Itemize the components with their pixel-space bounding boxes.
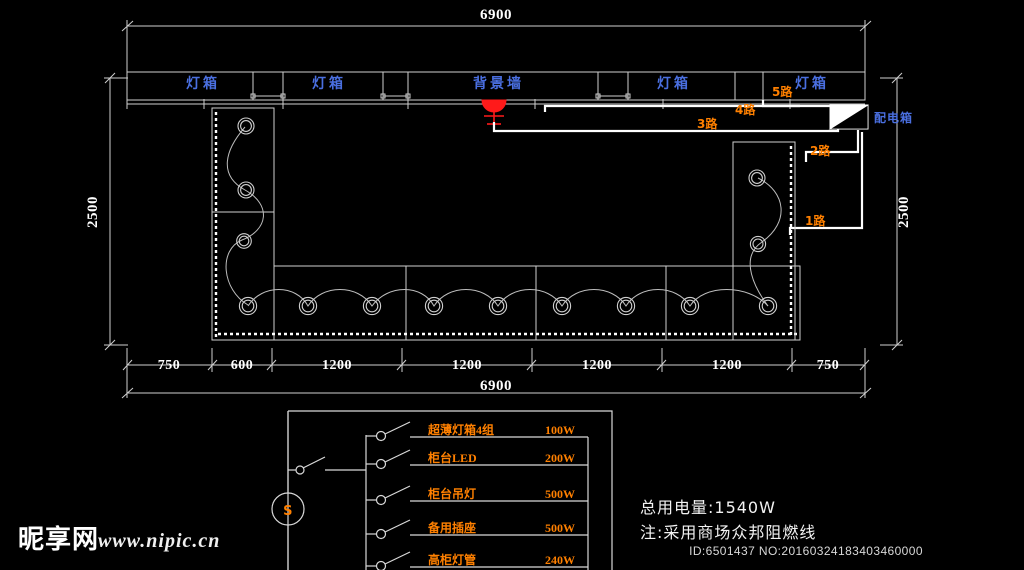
segment-dim-2: 1200 [322,358,352,373]
legend-row-3-name: 备用插座 [427,520,476,535]
circuit-label-4: 4路 [735,102,756,117]
remark-note: 注:采用商场众邦阻燃线 [640,523,816,542]
watermark-url: www.nipic.cn [98,530,220,552]
circuit-label-1: 1路 [805,213,826,228]
left-dimension-label: 2500 [85,196,101,228]
top-dimension-label: 6900 [480,7,512,23]
circuit-labels: 1路 2路 3路 4路 5路 [697,84,831,228]
panel-strip: 灯箱 灯箱 背景墙 灯箱 灯箱 [126,71,866,101]
legend-diagram: S [271,410,613,570]
circuit-label-3: 3路 [697,116,718,131]
panel-tick-dimensions [250,93,631,99]
id-note: ID:6501437 NO:20160324183403460000 [689,544,923,558]
total-power-note: 总用电量:1540W [640,498,776,517]
circuit-label-2: 2路 [810,143,831,158]
bottom-dimension-label: 6900 [480,378,512,394]
top-dimension-group: 6900 [121,7,872,78]
right-dimension-group: 2500 [880,72,912,351]
bottom-segment-dimensions: 750 600 1200 1200 1200 1200 750 [122,348,870,373]
bottom-dimension-group: 6900 [121,372,872,399]
light-fixtures-right [748,169,782,307]
watermark: 昵享网 www.nipic.cn [18,524,220,555]
segment-dim-1: 600 [231,358,254,373]
segment-dim-4: 1200 [582,358,612,373]
distribution-box-label: 配电箱 [874,110,913,125]
legend-row-4-power: 240W [545,553,575,567]
notes-block: 总用电量:1540W 注:采用商场众邦阻燃线 ID:6501437 NO:201… [640,498,923,558]
legend-row-0-power: 100W [545,423,575,437]
segment-dim-3: 1200 [452,358,482,373]
watermark-brand: 昵享网 [18,524,99,555]
light-fixtures-bottom [247,289,778,316]
legend-row-4-name: 高柜灯管 [428,552,476,567]
legend-row-3-power: 500W [545,521,575,535]
panel-label-0: 灯箱 [186,75,220,92]
panel-label-3: 灯箱 [657,75,691,92]
distribution-box-symbol: 配电箱 [828,104,913,130]
legend-row-1-name: 柜台LED [427,450,477,465]
segment-dim-0: 750 [158,358,181,373]
legend-source-symbol: S [283,504,293,519]
circuit-label-5: 5路 [772,84,793,99]
segment-dim-6: 750 [817,358,840,373]
legend-row-2-power: 500W [545,487,575,501]
legend-row-2-name: 柜台吊灯 [427,486,476,501]
right-dimension-label: 2500 [896,196,912,228]
legend-branch-rows [366,421,589,570]
left-dimension-group: 2500 [85,72,128,351]
panel-label-2: 背景墙 [473,75,524,92]
legend-row-0-name: 超薄灯箱4组 [427,422,494,437]
floor-plan-outline [211,107,801,341]
legend-row-1-power: 200W [545,451,575,465]
light-fixtures-left [225,117,264,316]
panel-label-4: 灯箱 [795,75,829,92]
segment-dim-5: 1200 [712,358,742,373]
panel-label-1: 灯箱 [312,75,346,92]
